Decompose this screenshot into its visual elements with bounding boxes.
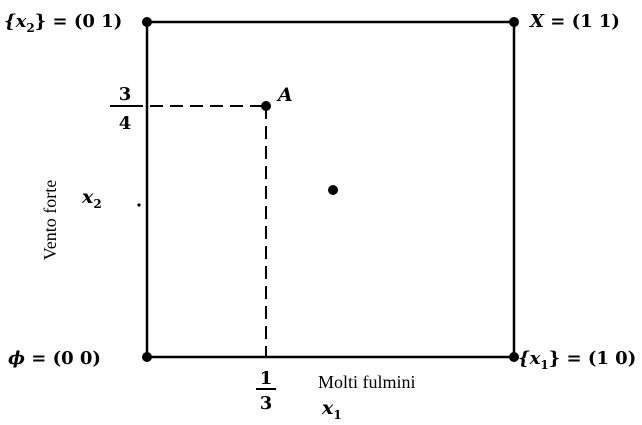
fraction-x1-numerator: 1 — [260, 368, 273, 389]
vertex-bottom-left — [142, 352, 152, 362]
unit-square — [145, 20, 516, 359]
axis-x2-variable: x2 — [81, 186, 102, 211]
center-point — [328, 185, 338, 195]
axis-x1-caption: Molti fulmini — [318, 372, 416, 392]
corner-label-bottom-left: ϕ = (0 0) — [8, 348, 101, 369]
fraction-x1-denominator: 3 — [260, 393, 273, 414]
axis-x1-variable: x1 — [321, 397, 342, 422]
fraction-x2-numerator: 3 — [119, 84, 132, 105]
axis-x2-caption: Vento forte — [40, 180, 60, 260]
corner-label-top-left: {x2} = (0 1) — [4, 11, 122, 35]
axis-x2-tick-mark — [137, 203, 141, 207]
point-a-label: A — [276, 84, 293, 106]
point-a-marker — [261, 101, 271, 111]
corner-label-top-right: X = (1 1) — [529, 11, 620, 32]
vertex-top-left — [142, 17, 152, 27]
vertex-bottom-right — [509, 352, 519, 362]
fraction-x2-denominator: 4 — [119, 113, 132, 134]
corner-label-bottom-right: {x1} = (1 0) — [518, 348, 636, 372]
vertex-top-right — [509, 17, 519, 27]
